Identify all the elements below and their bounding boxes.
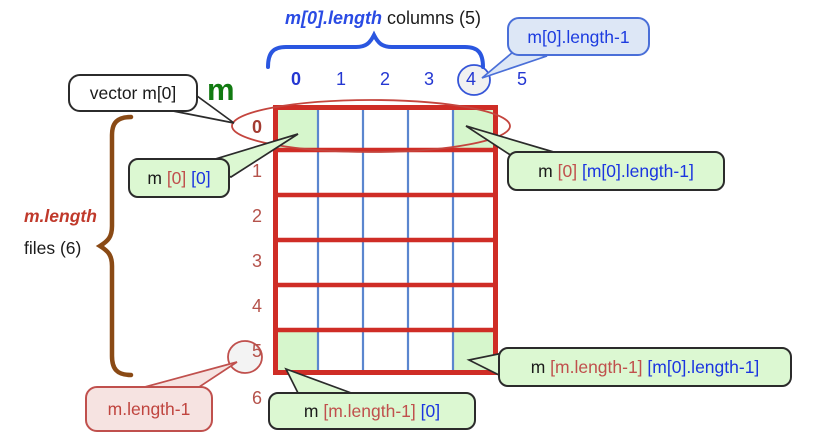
columns-title-rest: columns (5) <box>381 8 482 28</box>
text-part: [m.length-1] <box>323 401 416 421</box>
row-number-4: 4 <box>251 296 262 316</box>
cell-5-0-callout: m [m.length-1] [0] <box>268 392 476 430</box>
text-part: [m[0].length-1] <box>581 161 694 181</box>
cell-5-4-callout: m [m.length-1] [m[0].length-1] <box>498 347 792 387</box>
col-number-3: 3 <box>423 69 434 89</box>
text-part: [0] <box>420 401 441 421</box>
rows-count-accent-label: m.length <box>24 206 97 226</box>
text-part: m <box>303 401 324 421</box>
grid-row-lines <box>273 147 498 333</box>
rows-brace <box>95 114 134 378</box>
text-part: [0] <box>557 161 578 181</box>
row-number-6: 6 <box>251 388 262 408</box>
col-number-0: 0 <box>290 69 301 89</box>
row-index-max-callout: m.length-1 <box>85 386 213 432</box>
col-number-4: 4 <box>465 69 476 89</box>
row-number-2: 2 <box>251 206 262 226</box>
columns-title-accent: m[0].length <box>284 8 382 28</box>
text-part: [m[0].length-1] <box>647 357 760 377</box>
text-part: [0] <box>166 168 187 188</box>
cell-0-0-callout: m [0] [0] <box>128 158 230 198</box>
text-part: m <box>147 168 167 188</box>
text-part: [0] <box>191 168 211 188</box>
highlighted-cell-5-0 <box>276 331 317 372</box>
col-index-max-callout: m[0].length-1 <box>507 17 650 56</box>
text-part: m <box>530 357 551 377</box>
row0-ellipse <box>231 99 511 153</box>
vector-m0-callout: vector m[0] <box>68 74 198 112</box>
col-number-2: 2 <box>379 69 390 89</box>
row-number-0: 0 <box>251 117 262 137</box>
columns-brace <box>266 30 485 69</box>
row-number-1: 1 <box>251 161 262 181</box>
row-number-3: 3 <box>251 251 262 271</box>
row5-circle <box>227 340 263 374</box>
row-number-5: 5 <box>251 341 262 361</box>
columns-title: m[0].length columns (5) <box>258 8 508 29</box>
col-number-1: 1 <box>335 69 346 89</box>
text-part: m <box>538 161 558 181</box>
col-number-5: 5 <box>516 69 527 89</box>
cell-0-4-callout: m [0] [m[0].length-1] <box>507 151 725 191</box>
grid-border <box>273 105 498 375</box>
text-part: [m.length-1] <box>550 357 643 377</box>
rows-count-label: files (6) <box>24 238 82 258</box>
matrix-name-label: m <box>207 72 235 107</box>
col4-circle <box>457 64 491 96</box>
